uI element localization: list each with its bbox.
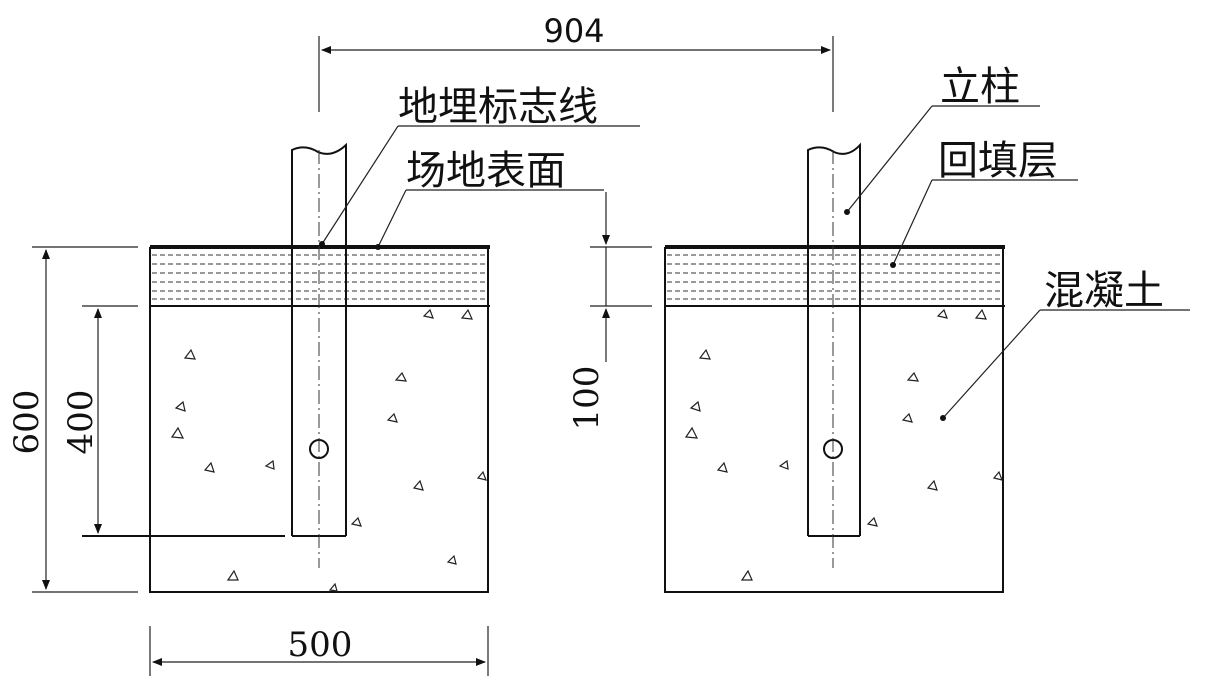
left-backfill-hatch xyxy=(152,254,488,300)
dimension-backfill-value: 100 xyxy=(567,366,607,431)
label-concrete-text: 混凝土 xyxy=(1044,268,1164,314)
label-marker-line-text: 地埋标志线 xyxy=(398,84,598,130)
label-site-surface: 场地表面 xyxy=(375,148,604,250)
label-site-surface-text: 场地表面 xyxy=(406,148,566,194)
left-foundation xyxy=(82,142,490,593)
label-backfill-text: 回填层 xyxy=(938,138,1058,184)
dimension-embed-depth: 400 xyxy=(61,305,138,534)
dimension-backfill: 100 xyxy=(567,192,652,430)
dimension-width: 500 xyxy=(149,625,489,676)
dimension-width-value: 500 xyxy=(288,625,353,665)
right-post xyxy=(807,142,861,537)
label-post: 立柱 xyxy=(844,64,1040,215)
dimension-embed-depth-value: 400 xyxy=(61,390,101,455)
label-concrete: 混凝土 xyxy=(940,268,1190,421)
right-foundation xyxy=(664,142,1005,593)
label-post-text: 立柱 xyxy=(940,64,1020,110)
label-marker-line: 地埋标志线 xyxy=(319,84,640,247)
dimension-total-depth-value: 600 xyxy=(7,390,47,455)
label-backfill: 回填层 xyxy=(890,138,1078,268)
dimension-spacing-value: 904 xyxy=(543,12,604,50)
right-concrete-aggregate xyxy=(684,308,1003,581)
left-concrete-aggregate xyxy=(170,308,487,592)
dimension-total-depth: 600 xyxy=(7,246,138,593)
dimension-spacing: 904 xyxy=(318,12,834,112)
right-backfill-hatch xyxy=(667,254,1003,300)
